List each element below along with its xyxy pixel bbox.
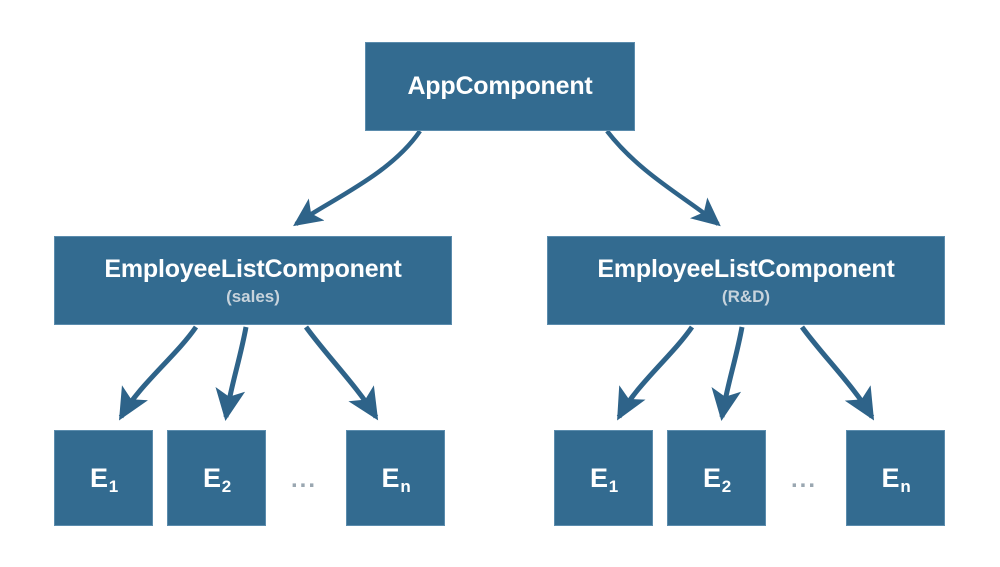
node-leaf-rnd-e1-label: E1 xyxy=(589,463,618,495)
node-leaf-rnd-e1[interactable]: E1 xyxy=(554,430,653,526)
edge-app-to-rnd xyxy=(605,129,721,227)
node-app-component[interactable]: AppComponent xyxy=(365,42,635,131)
edge-sales-to-e2 xyxy=(215,326,249,421)
node-leaf-rnd-en-label: En xyxy=(881,463,911,495)
node-leaf-sales-en[interactable]: En xyxy=(346,430,445,526)
node-employee-list-sales-label: EmployeeListComponent xyxy=(104,254,402,283)
leaf-subscript: 1 xyxy=(108,477,119,496)
leaf-subscript: 2 xyxy=(721,477,732,496)
leaf-subscript: 1 xyxy=(608,477,619,496)
leaf-base: E xyxy=(381,463,400,493)
ellipsis-rnd: ... xyxy=(791,466,818,493)
edge-rnd-to-e1 xyxy=(616,325,695,421)
edge-sales-to-en xyxy=(303,325,379,421)
leaf-subscript: n xyxy=(400,477,411,496)
edge-app-to-sales xyxy=(293,129,422,227)
node-employee-list-rnd-subtitle: (R&D) xyxy=(721,286,771,306)
leaf-base: E xyxy=(589,463,608,493)
node-employee-list-rnd[interactable]: EmployeeListComponent (R&D) xyxy=(547,236,945,325)
node-leaf-sales-e2-label: E2 xyxy=(202,463,231,495)
node-employee-list-sales-subtitle: (sales) xyxy=(226,286,280,306)
node-leaf-sales-e1-label: E1 xyxy=(89,463,118,495)
leaf-base: E xyxy=(881,463,900,493)
leaf-subscript: n xyxy=(900,477,911,496)
node-employee-list-sales[interactable]: EmployeeListComponent (sales) xyxy=(54,236,452,325)
node-employee-list-rnd-label: EmployeeListComponent xyxy=(597,254,895,283)
node-leaf-sales-e2[interactable]: E2 xyxy=(167,430,266,526)
edge-sales-to-e1 xyxy=(118,325,199,421)
leaf-subscript: 2 xyxy=(221,477,232,496)
leaf-base: E xyxy=(89,463,108,493)
leaf-base: E xyxy=(202,463,221,493)
node-app-component-label: AppComponent xyxy=(407,72,593,100)
node-leaf-rnd-en[interactable]: En xyxy=(846,430,945,526)
node-leaf-rnd-e2-label: E2 xyxy=(702,463,731,495)
node-leaf-sales-en-label: En xyxy=(381,463,411,495)
leaf-base: E xyxy=(702,463,721,493)
ellipsis-sales: ... xyxy=(291,466,318,493)
node-leaf-sales-e1[interactable]: E1 xyxy=(54,430,153,526)
edge-rnd-to-e2 xyxy=(711,326,745,421)
edge-rnd-to-en xyxy=(799,325,875,421)
node-leaf-rnd-e2[interactable]: E2 xyxy=(667,430,766,526)
